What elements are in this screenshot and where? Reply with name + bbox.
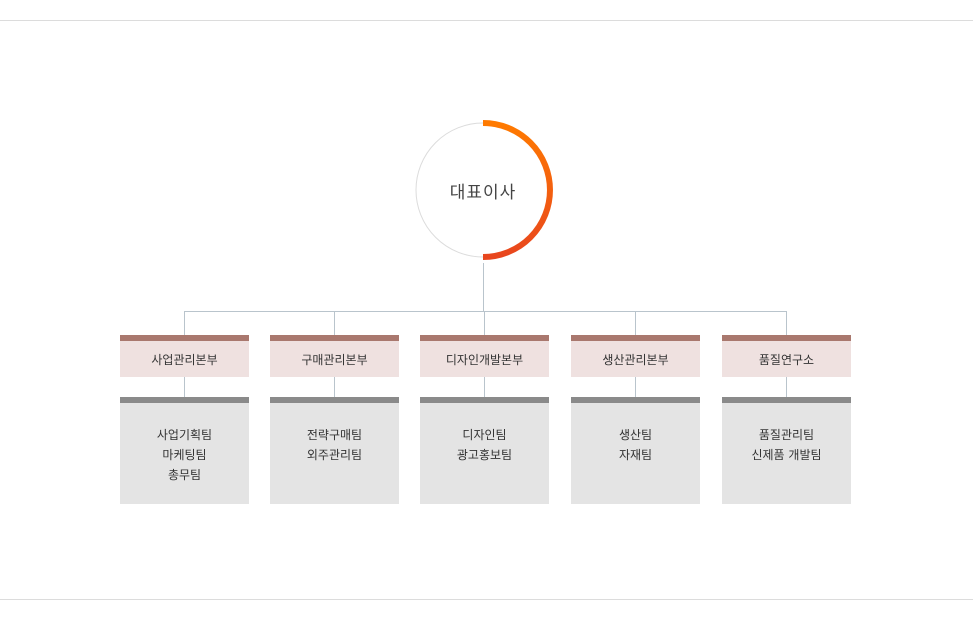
team-name: 품질관리팀	[758, 428, 815, 442]
team-name: 신제품 개발팀	[751, 448, 822, 462]
team-name: 사업기획팀	[156, 428, 213, 442]
division-name: 구매관리본부	[270, 341, 399, 377]
division-header-bar	[270, 335, 399, 341]
division-connector	[635, 311, 636, 335]
division-header-bar	[571, 335, 700, 341]
division-name: 생산관리본부	[571, 341, 700, 377]
team-header-bar	[420, 397, 549, 403]
team-header-bar	[270, 397, 399, 403]
division-connector	[786, 311, 787, 335]
division-header-bar	[420, 335, 549, 341]
team-connector	[184, 377, 185, 397]
team-name: 자재팀	[618, 448, 653, 462]
team-name: 생산팀	[618, 428, 653, 442]
ceo-arc	[482, 120, 553, 260]
team-connector	[635, 377, 636, 397]
team-connector	[484, 377, 485, 397]
team-name: 디자인팀	[462, 428, 507, 442]
team-name: 광고홍보팀	[456, 448, 513, 462]
division-connector	[184, 311, 185, 335]
team-connector	[786, 377, 787, 397]
bottom-divider	[0, 599, 973, 600]
ceo-connector	[483, 263, 484, 311]
division-connector	[484, 311, 485, 335]
team-name: 총무팀	[167, 468, 202, 482]
division-name: 사업관리본부	[120, 341, 249, 377]
team-name: 마케팅팀	[162, 448, 207, 462]
ceo-circle	[415, 120, 553, 260]
horizontal-connector	[185, 311, 787, 312]
team-name: 외주관리팀	[306, 448, 363, 462]
top-divider	[0, 20, 973, 21]
team-header-bar	[120, 397, 249, 403]
team-connector	[334, 377, 335, 397]
ceo-label: 대표이사	[449, 182, 517, 203]
team-header-bar	[571, 397, 700, 403]
division-connector	[334, 311, 335, 335]
division-name: 디자인개발본부	[420, 341, 549, 377]
team-header-bar	[722, 397, 851, 403]
division-header-bar	[722, 335, 851, 341]
division-header-bar	[120, 335, 249, 341]
division-name: 품질연구소	[722, 341, 851, 377]
team-name: 전략구매팀	[306, 428, 363, 442]
